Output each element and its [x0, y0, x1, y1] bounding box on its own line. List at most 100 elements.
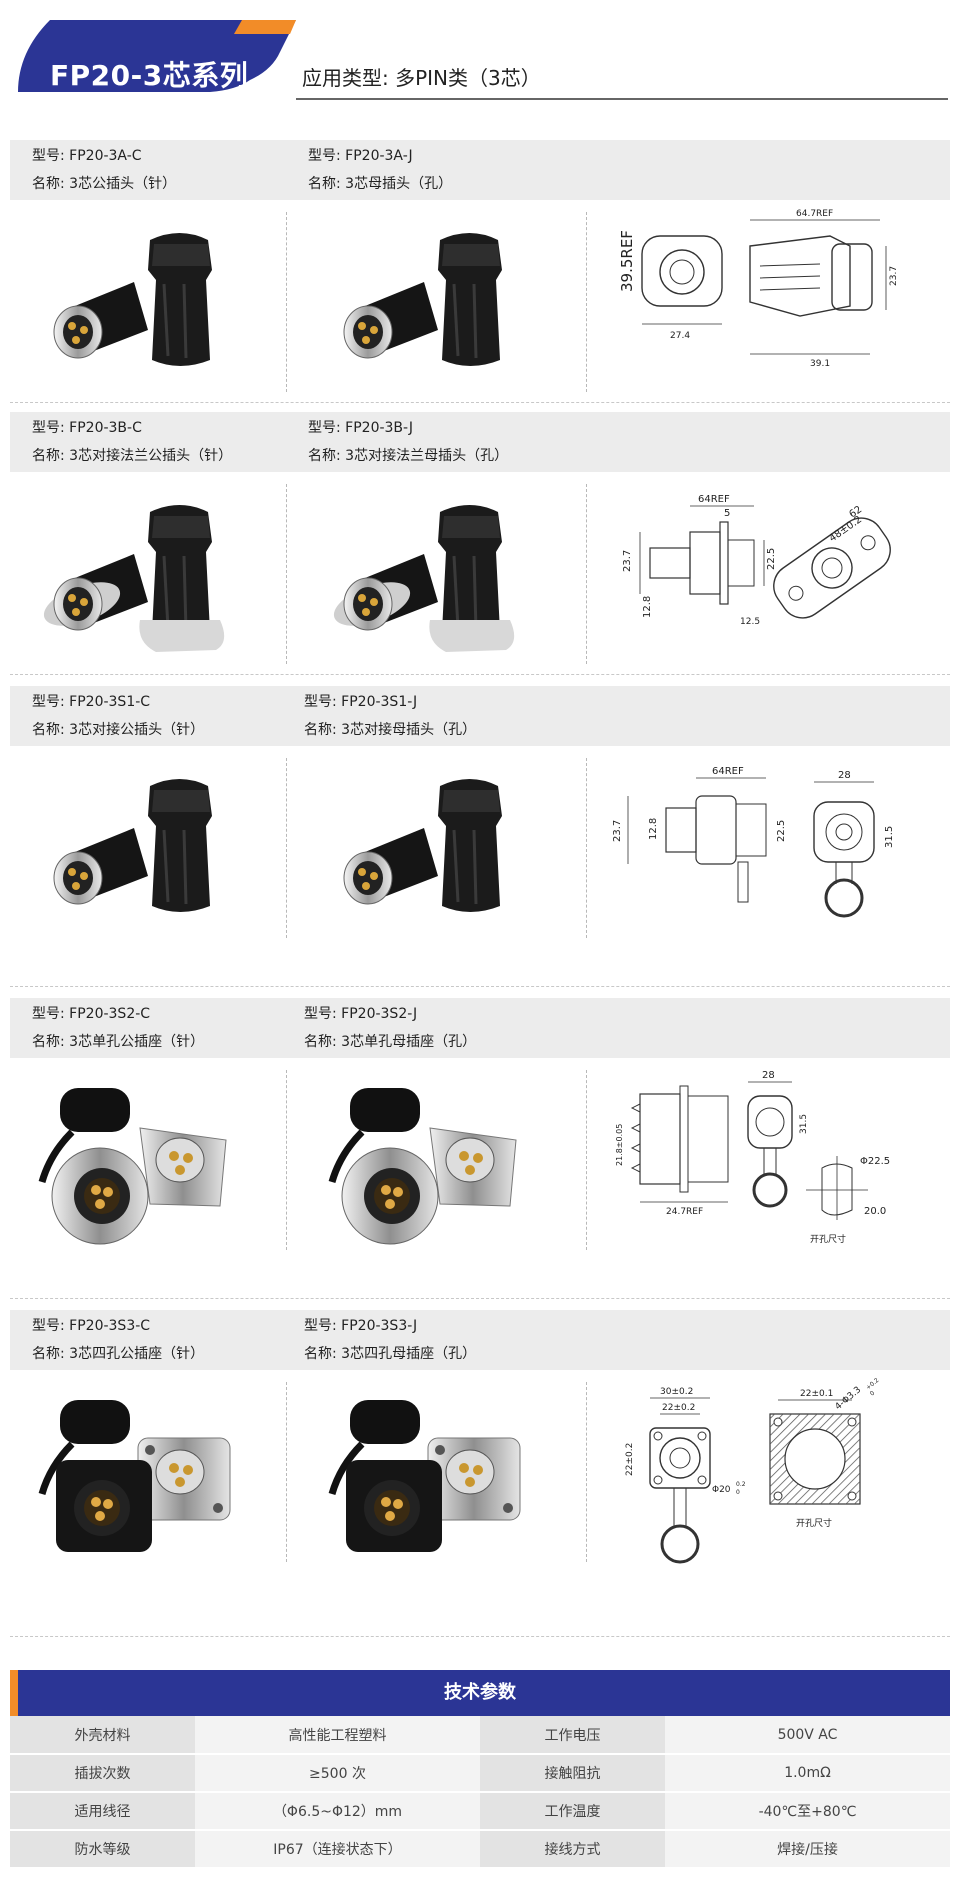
column-divider [586, 1070, 587, 1250]
female-name: 名称: 3芯母插头（孔） [308, 176, 453, 192]
product-section: 型号: FP20-3A-C 名称: 3芯公插头（针） 型号: FP20-3A-J 名称… [0, 140, 960, 410]
male-model: 型号: FP20-3S2-C [32, 1006, 151, 1022]
female-model: 型号: FP20-3S1-J [304, 694, 418, 710]
spec-value: 500V AC [665, 1716, 950, 1755]
column-divider [586, 212, 587, 392]
dim-s3-cutout-label: 开孔尺寸 [796, 1517, 832, 1529]
spec-key: 插拔次数 [10, 1754, 195, 1793]
female-name: 名称: 3芯单孔母插座（孔） [304, 1034, 477, 1050]
female-connector-photo [320, 1390, 540, 1564]
dim-flange-h3: 12.8 [642, 596, 653, 618]
spec-key: 接触阻抗 [480, 1754, 665, 1793]
dim-s2-w: 28 [762, 1070, 775, 1081]
male-name: 名称: 3芯公插头（针） [32, 176, 177, 192]
male-model: 型号: FP20-3A-C [32, 148, 142, 164]
product-section: 型号: FP20-3S3-C 名称: 3芯四孔公插座（针） 型号: FP20-3S3… [0, 1310, 960, 1580]
female-connector-photo [320, 220, 540, 394]
section-separator [10, 1298, 950, 1299]
dim-flange-tail: 12.5 [740, 617, 760, 627]
dim-s1-h2: 12.8 [648, 818, 659, 840]
section-separator [10, 402, 950, 403]
column-divider [286, 484, 287, 664]
dim-s3-dia: Φ20 [712, 1485, 731, 1495]
female-model: 型号: FP20-3A-J [308, 148, 413, 164]
column-divider [286, 1070, 287, 1250]
dim-s2-flat: 20.0 [864, 1206, 886, 1217]
spec-title: 技术参数 [444, 1682, 516, 1703]
spec-value: 高性能工程塑料 [195, 1716, 480, 1755]
male-connector-photo [30, 492, 250, 666]
spec-key: 适用线径 [10, 1792, 195, 1831]
dim-s1-h3: 22.5 [776, 820, 787, 842]
female-name: 名称: 3芯对接母插头（孔） [304, 722, 477, 738]
female-model: 型号: FP20-3S3-J [304, 1318, 418, 1334]
dim-body-height: 23.7 [889, 266, 899, 286]
dim-height-ref: 39.5REF [618, 230, 636, 292]
spec-value: IP67（连接状态下） [195, 1830, 480, 1869]
male-connector-photo [30, 220, 250, 394]
dim-s3-outer: 30±0.2 [660, 1387, 693, 1397]
spec-value: -40℃至+80℃ [665, 1792, 950, 1831]
dim-s2-h: 21.8±0.05 [615, 1124, 624, 1166]
dim-flange-h: 23.7 [622, 550, 633, 572]
dim-length-ref: 64.7REF [796, 209, 833, 219]
spec-value: 焊接/压接 [665, 1830, 950, 1869]
label-band [10, 412, 950, 472]
female-connector-photo [320, 1078, 540, 1252]
female-model: 型号: FP20-3S2-J [304, 1006, 418, 1022]
dim-s3-holes: 4-Φ3.3 [834, 1385, 864, 1412]
spec-key: 工作温度 [480, 1792, 665, 1831]
column-divider [286, 212, 287, 392]
column-divider [586, 1382, 587, 1562]
male-model: 型号: FP20-3S3-C [32, 1318, 151, 1334]
dimension-drawing: 30±0.2 22±0.2 22±0.2 Φ20 0.2 0 22±0.1 4-… [600, 1376, 900, 1580]
series-title: FP20-3芯系列 [50, 59, 249, 92]
male-name: 名称: 3芯对接公插头（针） [32, 722, 205, 738]
dim-flange-h2: 22.5 [766, 548, 777, 570]
spec-accent [10, 1670, 18, 1716]
product-section: 型号: FP20-3S2-C 名称: 3芯单孔公插座（针） 型号: FP20-3S2… [0, 998, 960, 1299]
male-connector-photo [30, 1390, 250, 1564]
dim-s3-cut-pitch: 22±0.1 [800, 1389, 833, 1399]
spec-key: 接线方式 [480, 1830, 665, 1869]
dimension-drawing: 27.4 39.5REF 64.7REF 39.1 23.7 [600, 206, 900, 380]
male-name: 名称: 3芯四孔公插座（针） [32, 1346, 205, 1362]
dim-s2-dia: Φ22.5 [860, 1156, 890, 1167]
dim-s3-dia-tol: 0.2 [736, 1481, 746, 1488]
male-connector-photo [30, 766, 250, 940]
dim-s3-pitch: 22±0.2 [662, 1403, 695, 1413]
spec-value: （Φ6.5~Φ12）mm [195, 1792, 480, 1831]
spec-key: 防水等级 [10, 1830, 195, 1869]
female-connector-photo [320, 766, 540, 940]
label-band [10, 998, 950, 1058]
section-separator [10, 1636, 950, 1637]
dim-flange-length: 64REF [698, 494, 730, 505]
dim-s3-holes-tol2: 0 [869, 1390, 877, 1398]
female-name: 名称: 3芯四孔母插座（孔） [304, 1346, 477, 1362]
dim-s2-l: 24.7REF [666, 1207, 703, 1217]
male-name: 名称: 3芯单孔公插座（针） [32, 1034, 205, 1050]
dim-s1-height: 31.5 [884, 826, 895, 848]
dim-s1-h: 23.7 [612, 820, 623, 842]
female-name: 名称: 3芯对接法兰母插头（孔） [308, 448, 509, 464]
dim-s2-cutout-label: 开孔尺寸 [810, 1233, 846, 1245]
dimension-drawing: 64REF 23.7 12.8 22.5 28 31.5 [600, 752, 900, 926]
spec-header [10, 1670, 950, 1716]
male-name: 名称: 3芯对接法兰公插头（针） [32, 448, 233, 464]
dim-body-length: 39.1 [810, 359, 830, 369]
column-divider [586, 758, 587, 938]
section-separator [10, 986, 950, 987]
dimension-drawing: 21.8±0.05 24.7REF 28 31.5 Φ22.5 20.0 开孔尺… [600, 1064, 900, 1258]
dim-s2-h2: 31.5 [799, 1114, 809, 1134]
dim-flange-pitch: 48±0.2 [827, 514, 864, 544]
page-header: FP20-3芯系列 应用类型: 多PIN类（3芯） [0, 0, 960, 110]
label-band [10, 140, 950, 200]
column-divider [286, 758, 287, 938]
section-separator [10, 674, 950, 675]
